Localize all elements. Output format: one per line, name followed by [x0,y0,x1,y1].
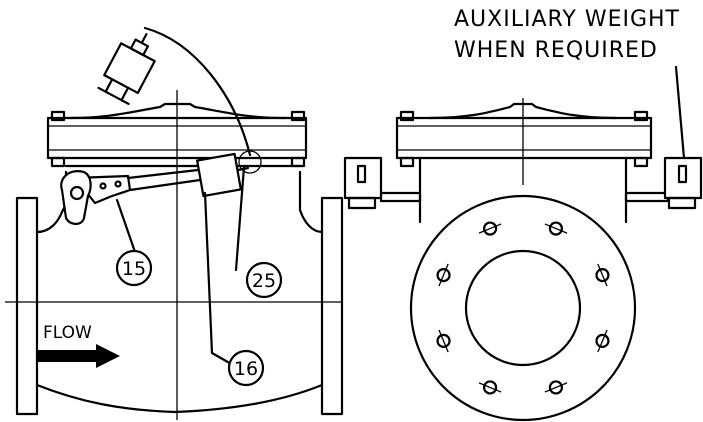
cover-dome [68,102,288,120]
callout-16: 16 [227,349,265,387]
callout-15: 15 [115,249,153,287]
callout-25: 25 [245,261,283,299]
auxiliary-weight-left [343,156,383,210]
flange-bolt [436,263,451,287]
swing-arc [143,26,252,157]
flange-bolt [436,329,451,353]
valve-body [35,170,324,414]
flange-bolts [436,221,610,395]
flange-bolt [544,221,568,236]
flange-bolt [544,380,568,395]
flange-bolt [478,221,502,236]
front-bore [464,249,582,367]
callout-16-label: 16 [234,358,258,380]
counterweight-raised [103,42,156,95]
outlet-flange [320,196,344,416]
leader-25 [234,165,246,272]
flange-bolt [595,263,610,287]
inlet-flange [15,196,39,416]
counterweight [196,152,242,198]
flange-bolt [478,380,502,395]
flange-bolt [595,329,610,353]
front-flange-outer [409,194,637,422]
auxiliary-weight-right [663,156,703,210]
front-cover-plate [395,116,653,160]
annotation-line-2: WHEN REQUIRED [454,38,658,63]
front-view: AUXILIARY WEIGHT WHEN REQUIRED [343,7,703,422]
side-view: FLOW 15 25 16 [5,26,344,420]
callout-25-label: 25 [252,270,276,292]
cover-plate [46,116,308,160]
annotation-leader [674,65,686,160]
leader-15 [115,198,137,254]
lever-hub [60,170,92,226]
annotation-line-1: AUXILIARY WEIGHT [454,7,680,32]
flow-arrow-icon [38,344,120,368]
callout-15-label: 15 [122,258,146,280]
flow-label: FLOW [43,323,92,343]
